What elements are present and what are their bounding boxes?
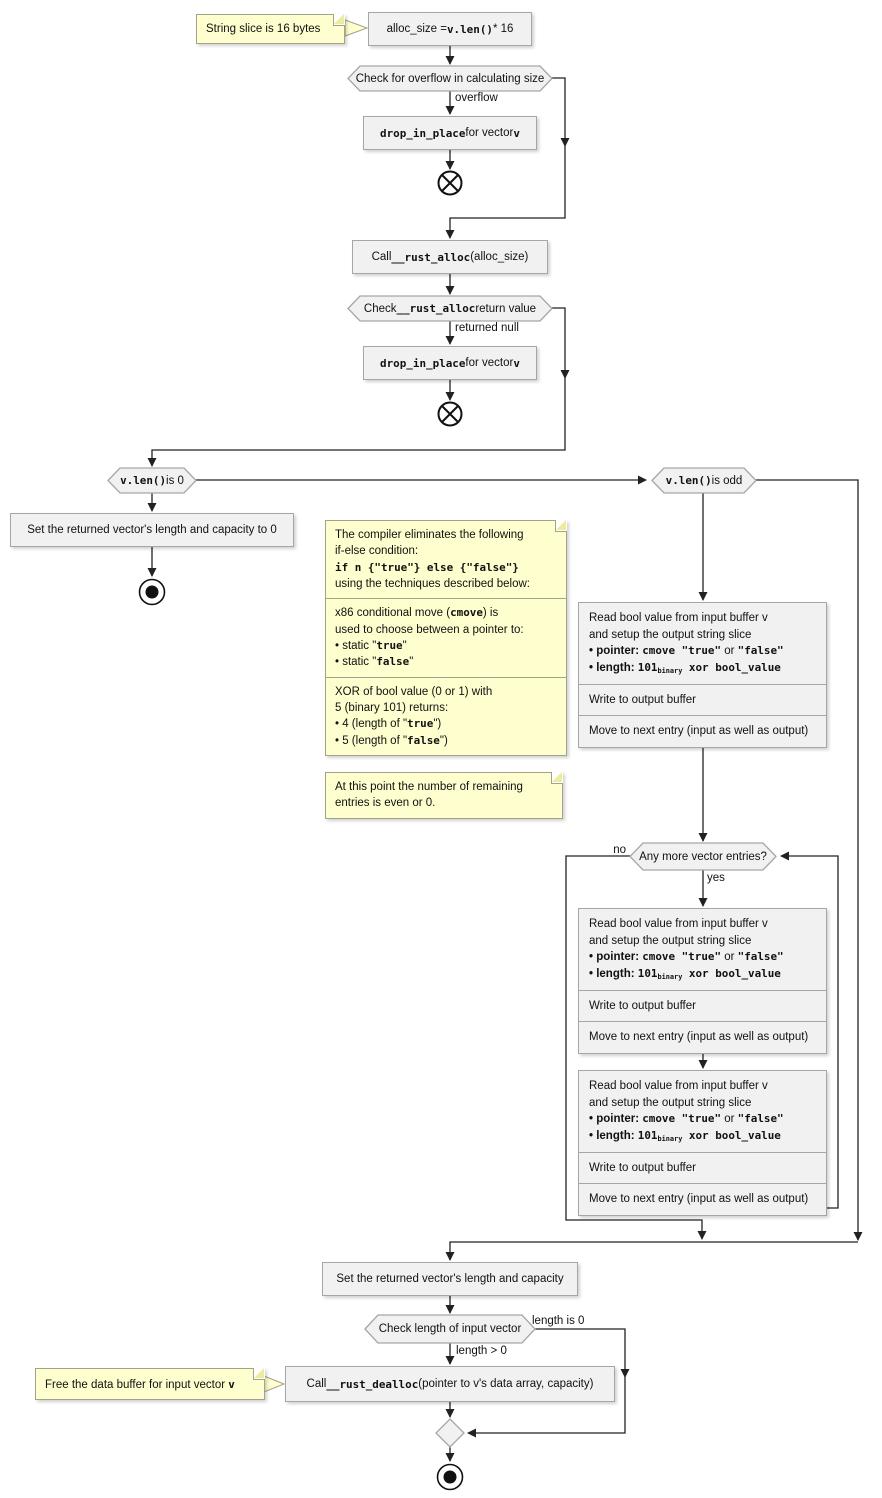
flow-end-icon-2 <box>437 401 463 427</box>
note-compiler-section2: x86 conditional move (cmove) is used to … <box>326 598 566 676</box>
edge-label-returned-null: returned null <box>455 322 519 334</box>
decision-check-input-len-label: Check length of input vector <box>378 1323 522 1335</box>
edge-len0-bypass-b <box>467 1377 626 1438</box>
activity-drop-in-place-1: drop_in_place for vector v <box>363 116 537 150</box>
note-string-slice-text: String slice is 16 bytes <box>206 23 321 35</box>
hexagon-check-alloc-return <box>347 295 553 322</box>
note-string-slice: String slice is 16 bytes <box>196 14 345 44</box>
hexagon-check-input-len <box>364 1314 536 1344</box>
edge-len0-bypass-a <box>535 1328 630 1378</box>
read-bool-main: Read bool value from input buffer v and … <box>589 918 784 982</box>
activity-alloc-size: alloc_size = v.len() * 16 <box>368 12 532 46</box>
read-bool-move: Move to next entry (input as well as out… <box>579 1021 826 1053</box>
decision-any-more-label: Any more vector entries? <box>639 850 767 863</box>
activity-drop-in-place-2: drop_in_place for vector v <box>363 346 537 380</box>
final-state-icon-1 <box>138 578 166 606</box>
edge-null-bypass-a <box>552 307 570 379</box>
note-beak-free-buffer <box>263 1375 286 1393</box>
note-fold-icon <box>555 520 567 532</box>
note-fold-icon <box>253 1368 265 1380</box>
read-bool-write: Write to output buffer <box>579 1151 826 1184</box>
merge-diamond <box>435 1418 465 1448</box>
read-bool-write: Write to output buffer <box>579 989 826 1022</box>
note-compiler-section3: XOR of bool value (0 or 1) with 5 (binar… <box>326 676 566 755</box>
read-bool-main: Read bool value from input buffer v and … <box>589 612 784 676</box>
decision-check-alloc-return-label: Check __rust_alloc return value <box>363 302 537 315</box>
note-compiler-section1: The compiler eliminates the following if… <box>335 529 530 590</box>
activity-read-bool-1: Read bool value from input buffer v and … <box>578 602 827 749</box>
hexagon-len-is-0 <box>107 467 197 494</box>
activity-read-bool-3: Read bool value from input buffer v and … <box>578 1070 827 1217</box>
activity-set-len-cap: Set the returned vector's length and cap… <box>322 1262 578 1296</box>
note-free-buffer-text: Free the data buffer for input vector v <box>45 1377 235 1391</box>
flow-end-icon-1 <box>437 170 463 196</box>
decision-len-is-odd-label: v.len() is odd <box>665 474 743 487</box>
edge-lenodd-bypass <box>756 479 863 1241</box>
read-bool-move: Move to next entry (input as well as out… <box>579 1183 826 1215</box>
edge-label-yes: yes <box>707 872 725 884</box>
note-remaining-entries: At this point the number of remaining en… <box>325 772 563 819</box>
edge-label-no: no <box>613 844 626 856</box>
decision-check-overflow-label: Check for overflow in calculating size <box>355 72 545 85</box>
edge-label-length-is-0: length is 0 <box>532 1315 585 1327</box>
decision-len-is-0-label: v.len() is 0 <box>120 474 184 487</box>
note-compiler: The compiler eliminates the following if… <box>325 520 567 756</box>
edge-merge-to-setlen <box>445 1241 858 1261</box>
note-remaining-entries-text: At this point the number of remaining en… <box>335 781 523 810</box>
activity-call-rust-alloc: Call __rust_alloc (alloc_size) <box>352 240 548 274</box>
note-fold-icon <box>333 14 345 26</box>
activity-read-bool-2: Read bool value from input buffer v and … <box>578 908 827 1055</box>
edge-label-overflow: overflow <box>455 92 498 104</box>
edge-no-path <box>565 855 707 1240</box>
hexagon-any-more <box>629 842 777 871</box>
edge-overflow-bypass-b <box>445 146 566 239</box>
activity-set-len-cap-0: Set the returned vector's length and cap… <box>10 513 294 547</box>
edge-label-length-gt-0: length > 0 <box>456 1345 507 1357</box>
read-bool-write: Write to output buffer <box>579 683 826 716</box>
note-beak-string-slice <box>344 19 369 37</box>
note-fold-icon <box>551 772 563 784</box>
activity-call-rust-dealloc: Call __rust_dealloc (pointer to v's data… <box>285 1366 615 1402</box>
hexagon-len-is-odd <box>651 467 757 494</box>
read-bool-main: Read bool value from input buffer v and … <box>589 1080 784 1144</box>
note-free-buffer: Free the data buffer for input vector v <box>35 1368 265 1400</box>
hexagon-check-overflow <box>347 65 553 92</box>
edge-overflow-bypass-a <box>552 77 570 147</box>
edge-null-bypass-b <box>147 378 566 467</box>
read-bool-move: Move to next entry (input as well as out… <box>579 715 826 747</box>
final-state-icon-2 <box>436 1463 464 1491</box>
